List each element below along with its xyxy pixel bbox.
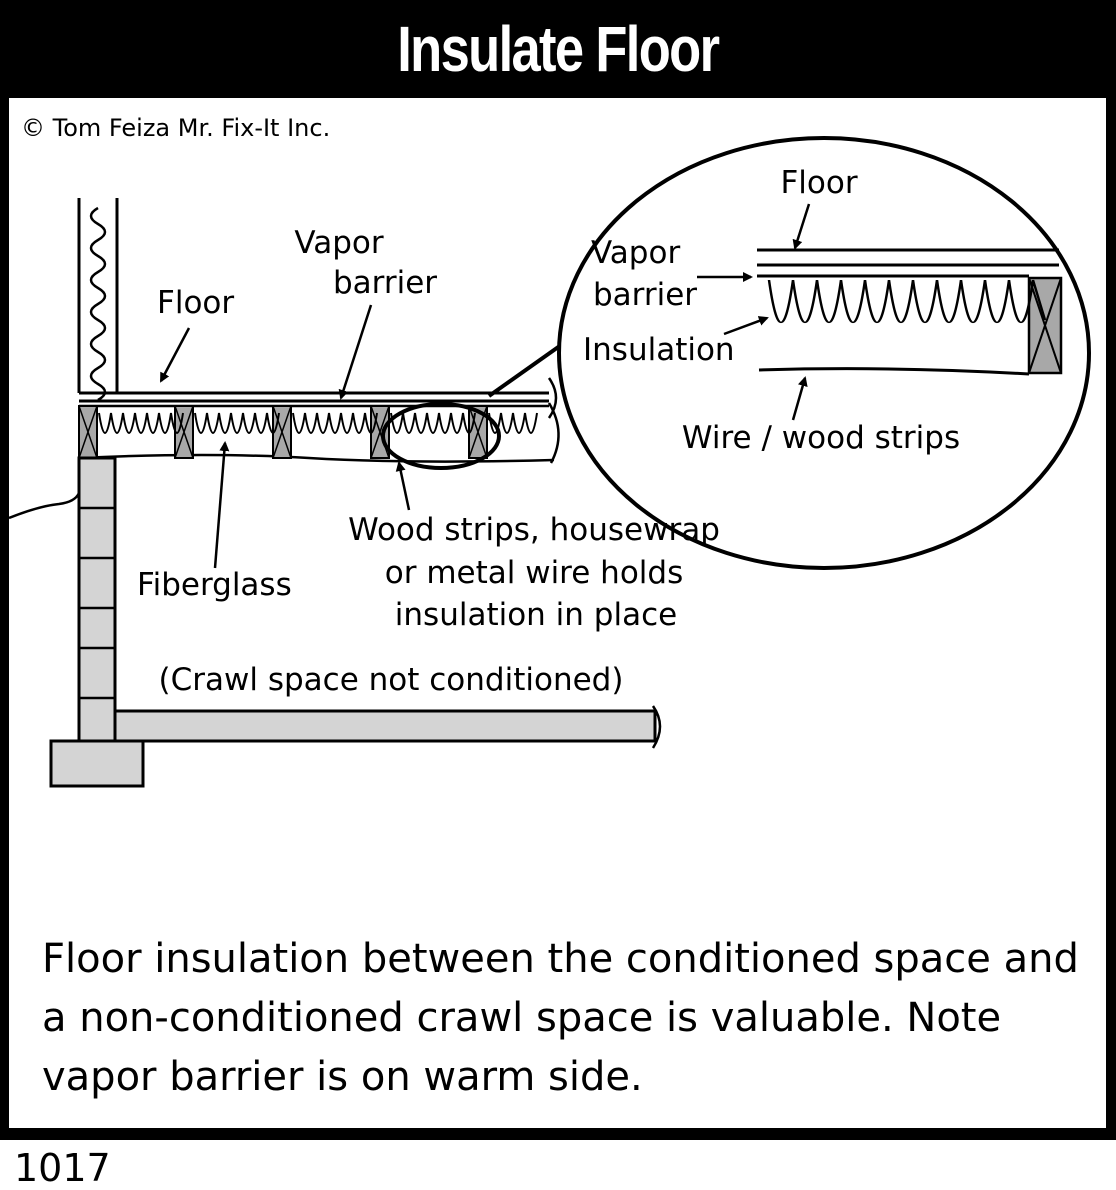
grade-line: [9, 492, 81, 520]
wire-strip-line: [78, 453, 555, 463]
fiberglass-batts: [98, 412, 538, 434]
label-vapor-barrier-1: Vapor: [294, 225, 383, 261]
detail-label-vapor-1: Vapor: [591, 235, 680, 271]
detail-label-wire-strips: Wire / wood strips: [682, 420, 960, 456]
wall-stud: [77, 198, 119, 402]
label-holder-2: or metal wire holds: [385, 555, 683, 591]
joist: [78, 405, 98, 459]
footing: [49, 739, 145, 788]
joist: [174, 405, 194, 459]
copyright-text: © Tom Feiza Mr. Fix-It Inc.: [21, 114, 330, 142]
wall-insulation: [89, 206, 107, 402]
label-floor: Floor: [157, 285, 234, 321]
label-fiberglass: Fiberglass: [137, 567, 292, 603]
label-vapor-barrier-2: barrier: [333, 265, 437, 301]
label-holder-1: Wood strips, housewrap: [348, 512, 720, 548]
detail-label-floor: Floor: [780, 165, 857, 201]
frame-border: Insulate Floor © Tom Feiza Mr. Fix-It In…: [0, 0, 1116, 1140]
title-bar: Insulate Floor: [0, 0, 1116, 98]
caption-text: Floor insulation between the conditioned…: [42, 936, 1079, 1100]
label-holder-3: insulation in place: [395, 597, 677, 633]
detail-insulation: [767, 279, 1047, 323]
figure-code: 1017: [14, 1146, 111, 1190]
floor-deck: [79, 377, 558, 419]
detail-wire-strip: [758, 367, 1030, 376]
page-title: Insulate Floor: [397, 13, 720, 85]
floor-joist-bay: [78, 402, 560, 464]
detail-label-vapor-2: barrier: [593, 277, 697, 313]
detail-label-insulation: Insulation: [583, 332, 735, 368]
illustration-panel: © Tom Feiza Mr. Fix-It Inc.: [9, 98, 1106, 1128]
detail-joist: [1027, 276, 1063, 375]
detail-callout: [557, 136, 1091, 570]
insulation-diagram: © Tom Feiza Mr. Fix-It Inc.: [9, 114, 1091, 788]
crawl-space-slab: [113, 705, 662, 749]
label-crawl-space: (Crawl space not conditioned): [159, 662, 624, 698]
magnify-circle: [381, 402, 501, 470]
joist: [272, 405, 292, 459]
foundation-wall: [9, 456, 145, 788]
